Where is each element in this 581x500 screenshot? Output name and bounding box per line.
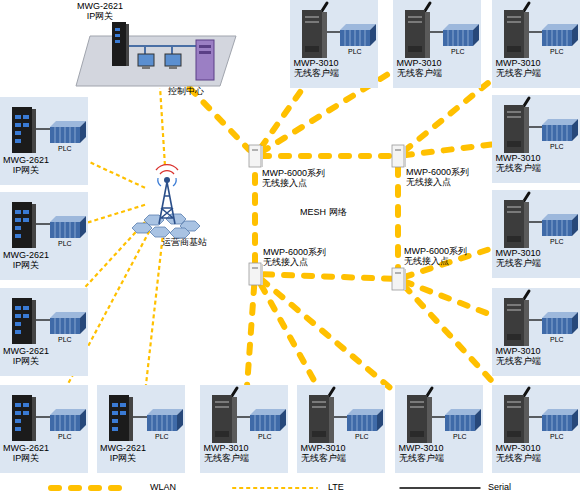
gateway-tile: MWG-2621 IP网关 PLC bbox=[0, 385, 88, 473]
lte-link bbox=[84, 222, 145, 288]
legend-text: WLAN bbox=[150, 482, 176, 492]
center-name: 控制中心 bbox=[168, 86, 228, 96]
plc-label: PLC bbox=[258, 433, 284, 441]
wlan-link bbox=[404, 286, 496, 385]
access-point: MWP-6000系列 无线接入点 bbox=[392, 145, 404, 167]
plc-label: PLC bbox=[58, 145, 84, 153]
device-name: MWP-3010 无线客户端 bbox=[492, 248, 544, 269]
plc-label: PLC bbox=[348, 48, 374, 56]
wlan-link bbox=[261, 285, 317, 385]
device-name: MWG-2621 IP网关 bbox=[0, 346, 52, 367]
lte-link bbox=[88, 205, 145, 223]
wlan-link bbox=[404, 144, 492, 155]
device-name: MWP-3010 无线客户端 bbox=[200, 443, 252, 464]
device-name: MWP-3010 无线客户端 bbox=[492, 443, 544, 464]
client-tile: MWP-3010 无线客户端 PLC bbox=[395, 385, 483, 473]
device-name: MWP-3010 无线客户端 bbox=[492, 153, 544, 174]
base-station: 运营商基站 bbox=[145, 165, 189, 231]
wlan-link bbox=[395, 167, 401, 268]
plc-label: PLC bbox=[355, 433, 381, 441]
legend-sample bbox=[45, 478, 133, 498]
device-name: MWP-3010 无线客户端 bbox=[395, 443, 447, 464]
device-name: MWP-3010 无线客户端 bbox=[393, 58, 445, 79]
access-point-name: MWP-6000系列 无线接入点 bbox=[263, 247, 333, 268]
access-point: MWP-6000系列 无线接入点 bbox=[249, 263, 261, 285]
client-tile: MWP-3010 无线客户端 PLC bbox=[492, 95, 580, 183]
lte-link bbox=[88, 161, 145, 187]
network-label: MESH 网络 bbox=[300, 207, 370, 217]
gateway-tile: MWG-2621 IP网关 PLC bbox=[0, 288, 88, 376]
plc-label: PLC bbox=[453, 433, 479, 441]
wlan-link bbox=[261, 153, 392, 159]
plc-label: PLC bbox=[451, 48, 477, 56]
control-center: MWG-2621 IP网关控制中心 bbox=[78, 22, 238, 88]
plc-label: PLC bbox=[58, 433, 84, 441]
client-tile: MWP-3010 无线客户端 PLC bbox=[492, 385, 580, 473]
gateway-name: MWG-2621 IP网关 bbox=[74, 1, 126, 22]
legend-sample bbox=[398, 478, 482, 498]
wlan-link bbox=[247, 285, 254, 385]
legend-sample bbox=[230, 478, 320, 498]
device-name: MWG-2621 IP网关 bbox=[0, 250, 52, 271]
client-tile: MWP-3010 无线客户端 PLC bbox=[290, 0, 378, 88]
access-point-name: MWP-6000系列 无线接入点 bbox=[406, 167, 476, 188]
wlan-link bbox=[404, 80, 492, 151]
device-name: MWP-3010 无线客户端 bbox=[492, 58, 544, 79]
plc-label: PLC bbox=[155, 433, 181, 441]
client-tile: MWP-3010 无线客户端 PLC bbox=[492, 190, 580, 278]
access-point-name: MWP-6000系列 无线接入点 bbox=[404, 246, 474, 267]
lte-link bbox=[146, 231, 163, 385]
legend-text: Serial bbox=[488, 482, 511, 492]
wlan-link bbox=[190, 88, 249, 150]
client-tile: MWP-3010 无线客户端 PLC bbox=[492, 288, 580, 376]
device-name: MWG-2621 IP网关 bbox=[97, 443, 149, 464]
plc-label: PLC bbox=[550, 433, 576, 441]
station-name: 运营商基站 bbox=[162, 237, 226, 247]
legend-text: LTE bbox=[328, 482, 344, 492]
device-name: MWG-2621 IP网关 bbox=[0, 155, 52, 176]
client-tile: MWP-3010 无线客户端 PLC bbox=[393, 0, 481, 88]
device-name: MWP-3010 无线客户端 bbox=[290, 58, 342, 79]
client-tile: MWP-3010 无线客户端 PLC bbox=[492, 0, 580, 88]
gateway-tile: MWG-2621 IP网关 PLC bbox=[0, 97, 88, 185]
access-point: MWP-6000系列 无线接入点 bbox=[249, 145, 261, 167]
plc-label: PLC bbox=[550, 143, 576, 151]
lte-link bbox=[160, 88, 165, 165]
plc-label: PLC bbox=[550, 336, 576, 344]
device-name: MWG-2621 IP网关 bbox=[0, 443, 52, 464]
client-tile: MWP-3010 无线客户端 PLC bbox=[200, 385, 288, 473]
access-point: MWP-6000系列 无线接入点 bbox=[392, 268, 404, 290]
plc-label: PLC bbox=[550, 48, 576, 56]
access-point-name: MWP-6000系列 无线接入点 bbox=[262, 168, 332, 189]
client-tile: MWP-3010 无线客户端 PLC bbox=[297, 385, 385, 473]
wlan-link bbox=[261, 279, 395, 392]
wlan-link bbox=[261, 274, 392, 279]
device-name: MWP-3010 无线客户端 bbox=[492, 346, 544, 367]
device-name: MWP-3010 无线客户端 bbox=[297, 443, 349, 464]
wlan-link bbox=[252, 167, 258, 263]
gateway-tile: MWG-2621 IP网关 PLC bbox=[97, 385, 185, 473]
plc-label: PLC bbox=[58, 336, 84, 344]
gateway-tile: MWG-2621 IP网关 PLC bbox=[0, 192, 88, 280]
plc-label: PLC bbox=[550, 238, 576, 246]
plc-label: PLC bbox=[58, 240, 84, 248]
